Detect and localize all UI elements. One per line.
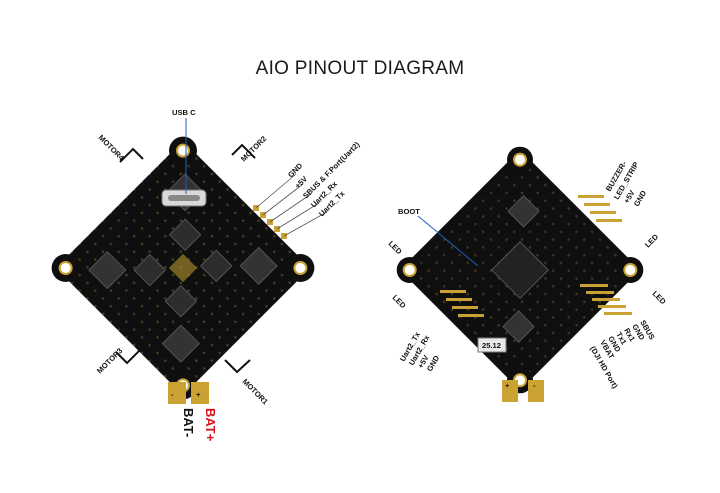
- right-board: [396, 146, 644, 402]
- right-bat-minus: -: [533, 381, 536, 390]
- chip-marking: 25.12: [482, 341, 501, 350]
- bat-pos-label: BAT+: [203, 408, 218, 442]
- motor4-label: MOTOR4: [97, 133, 127, 163]
- motor3-label: MOTOR3: [95, 346, 124, 375]
- bat-plus-sign: +: [196, 390, 201, 399]
- bat-neg-label: BAT-: [181, 408, 196, 437]
- bat-minus-sign: -: [171, 390, 174, 399]
- right-pin-gnd: GND: [632, 188, 648, 208]
- led-label-2: LED: [391, 293, 408, 310]
- led-label-3: LED: [643, 232, 660, 249]
- boot-label: BOOT: [398, 207, 420, 216]
- diagram-title: AIO PINOUT DIAGRAM: [255, 58, 465, 79]
- usb-c-label: USB C: [172, 108, 196, 117]
- motor1-label: MOTOR1: [241, 377, 271, 407]
- motor2-label: MOTOR2: [239, 134, 268, 163]
- right-bat-plus: +: [505, 381, 510, 390]
- led-label-4: LED: [651, 289, 668, 306]
- led-label-1: LED: [387, 239, 404, 256]
- left-board: [51, 118, 328, 404]
